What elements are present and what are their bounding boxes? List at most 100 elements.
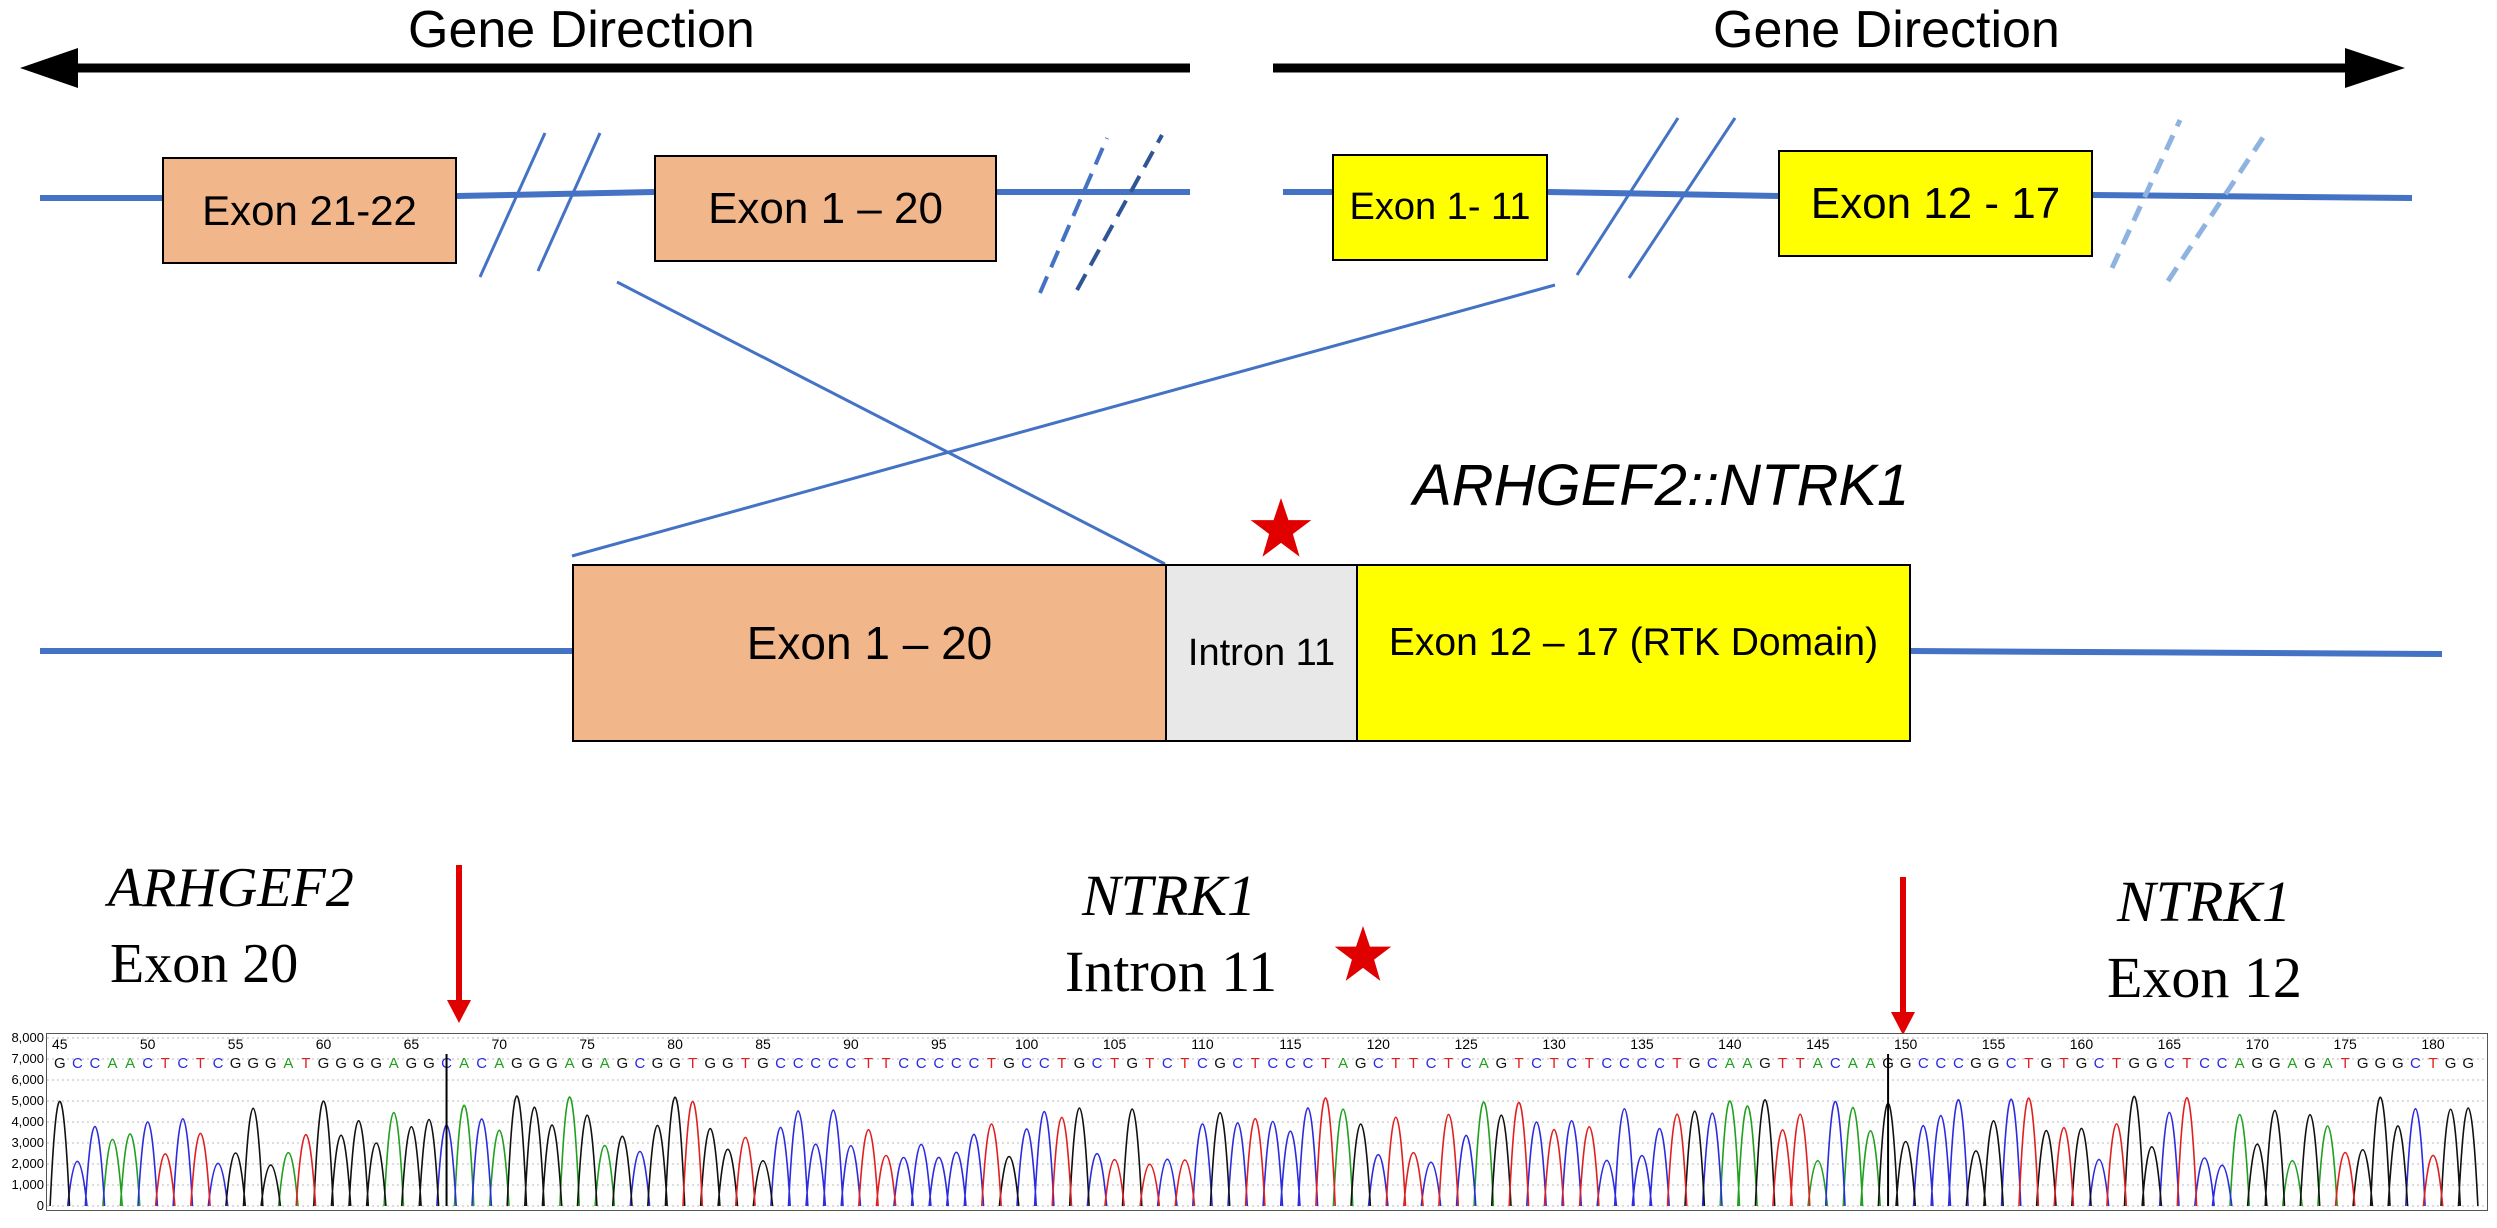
base-call: C bbox=[1619, 1055, 1630, 1072]
base-call: C bbox=[90, 1055, 101, 1072]
base-call: A bbox=[1813, 1055, 1823, 1072]
base-call: C bbox=[916, 1055, 927, 1072]
base-call: C bbox=[476, 1055, 487, 1072]
base-call: T bbox=[196, 1055, 205, 1072]
base-call: G bbox=[1214, 1055, 1226, 1072]
base-call: C bbox=[177, 1055, 188, 1072]
base-call: T bbox=[1673, 1055, 1682, 1072]
base-call: T bbox=[1549, 1055, 1558, 1072]
base-call: G bbox=[511, 1055, 523, 1072]
base-call: A bbox=[459, 1055, 469, 1072]
base-call: T bbox=[2341, 1055, 2350, 1072]
position-tick-label: 95 bbox=[931, 1036, 947, 1052]
base-call: G bbox=[704, 1055, 716, 1072]
base-call: C bbox=[1637, 1055, 1648, 1072]
position-tick-label: 100 bbox=[1015, 1036, 1039, 1052]
right-break-mark-1 bbox=[1575, 117, 1680, 276]
position-tick-label: 115 bbox=[1279, 1036, 1302, 1052]
position-tick-label: 75 bbox=[579, 1036, 595, 1052]
base-call: G bbox=[581, 1055, 593, 1072]
y-axis-tick-label: 5,000 bbox=[11, 1093, 44, 1108]
base-call: C bbox=[1707, 1055, 1718, 1072]
seq-left-region-label: Exon 20 bbox=[110, 933, 299, 995]
left-exon-21-22: Exon 21-22 bbox=[162, 157, 457, 264]
right-gene-line-b bbox=[1547, 189, 1779, 199]
base-call: C bbox=[775, 1055, 786, 1072]
position-tick-label: 140 bbox=[1718, 1036, 1742, 1052]
fusion-exon-1-20: Exon 1 – 20 bbox=[572, 564, 1167, 742]
right-direction-arrowhead bbox=[2345, 48, 2405, 88]
base-call: C bbox=[1039, 1055, 1050, 1072]
base-call: G bbox=[2392, 1055, 2404, 1072]
fusion-line-right bbox=[1909, 648, 2443, 657]
base-call: C bbox=[1918, 1055, 1929, 1072]
base-call: T bbox=[301, 1055, 310, 1072]
base-call: T bbox=[1251, 1055, 1260, 1072]
left-gene-line-b bbox=[456, 189, 655, 199]
base-call: T bbox=[741, 1055, 750, 1072]
base-call: C bbox=[1232, 1055, 1243, 1072]
base-call: A bbox=[1479, 1055, 1489, 1072]
base-call: T bbox=[1514, 1055, 1523, 1072]
base-call: C bbox=[142, 1055, 153, 1072]
position-tick-label: 130 bbox=[1542, 1036, 1566, 1052]
chromatogram-y-axis: 8,0007,0006,0005,0004,0003,0002,0001,000… bbox=[11, 1030, 44, 1213]
base-call: C bbox=[1267, 1055, 1278, 1072]
base-call: T bbox=[2024, 1055, 2033, 1072]
position-tick-label: 65 bbox=[404, 1036, 420, 1052]
right-gene-direction-label: Gene Direction bbox=[1713, 1, 2060, 59]
base-call: T bbox=[1391, 1055, 1400, 1072]
y-axis-tick-label: 6,000 bbox=[11, 1072, 44, 1087]
position-tick-label: 175 bbox=[2333, 1036, 2357, 1052]
left-dashed-break-2 bbox=[1075, 134, 1164, 291]
base-call: T bbox=[161, 1055, 170, 1072]
base-call: A bbox=[1338, 1055, 1348, 1072]
base-call: C bbox=[1285, 1055, 1296, 1072]
base-call: G bbox=[546, 1055, 558, 1072]
base-call: G bbox=[1988, 1055, 2000, 1072]
base-call: G bbox=[669, 1055, 681, 1072]
base-call: C bbox=[2410, 1055, 2421, 1072]
base-call: G bbox=[353, 1055, 365, 1072]
position-tick-label: 165 bbox=[2158, 1036, 2182, 1052]
base-call: G bbox=[2146, 1055, 2158, 1072]
base-call: G bbox=[247, 1055, 259, 1072]
position-tick-label: 145 bbox=[1806, 1036, 1830, 1052]
base-call: T bbox=[2112, 1055, 2121, 1072]
position-tick-label: 155 bbox=[1982, 1036, 2006, 1052]
y-axis-tick-label: 0 bbox=[37, 1198, 44, 1213]
base-call: C bbox=[1092, 1055, 1103, 1072]
position-tick-label: 80 bbox=[667, 1036, 683, 1052]
base-call: C bbox=[793, 1055, 804, 1072]
base-call: A bbox=[1848, 1055, 1858, 1072]
position-tick-label: 160 bbox=[2070, 1036, 2094, 1052]
base-call: C bbox=[2164, 1055, 2175, 1072]
base-call: T bbox=[2182, 1055, 2191, 1072]
base-call: C bbox=[933, 1055, 944, 1072]
base-call: T bbox=[1110, 1055, 1119, 1072]
position-tick-label: 150 bbox=[1894, 1036, 1918, 1052]
left-break-mark-1 bbox=[478, 132, 547, 278]
base-call: G bbox=[335, 1055, 347, 1072]
base-call: C bbox=[1021, 1055, 1032, 1072]
base-call: C bbox=[1461, 1055, 1472, 1072]
base-call: C bbox=[845, 1055, 856, 1072]
position-tick-label: 170 bbox=[2246, 1036, 2270, 1052]
base-call: T bbox=[2059, 1055, 2068, 1072]
base-call: A bbox=[1865, 1055, 1875, 1072]
base-call: T bbox=[1145, 1055, 1154, 1072]
seq-middle-region-label: Intron 11 bbox=[1065, 939, 1278, 1004]
breakpoint-arrow-left bbox=[447, 865, 471, 1023]
base-call: G bbox=[423, 1055, 435, 1072]
position-tick-label: 110 bbox=[1191, 1036, 1214, 1052]
base-call: A bbox=[2235, 1055, 2245, 1072]
right-dashed-break-2 bbox=[2165, 128, 2271, 283]
base-call: A bbox=[108, 1055, 118, 1072]
base-call: G bbox=[617, 1055, 629, 1072]
base-call: C bbox=[828, 1055, 839, 1072]
base-call: C bbox=[1197, 1055, 1208, 1072]
base-call: T bbox=[1585, 1055, 1594, 1072]
base-call: G bbox=[265, 1055, 277, 1072]
